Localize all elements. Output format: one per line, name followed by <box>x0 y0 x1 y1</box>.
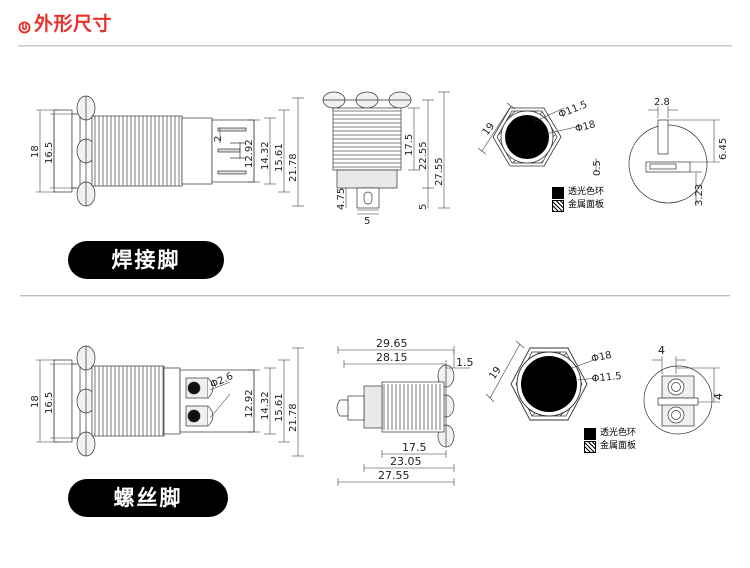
dim-label: 2 <box>213 136 224 142</box>
header-divider <box>18 45 732 47</box>
dim-label: 16.5 <box>44 392 55 414</box>
legend-solder: 透光色环 金属面板 <box>552 186 604 212</box>
dim-label: 18 <box>30 145 41 158</box>
dim-label: 17.5 <box>402 441 427 454</box>
legend-label: 金属面板 <box>568 200 605 210</box>
swatch-solid-icon <box>552 186 564 199</box>
dim-label: 15.61 <box>274 143 285 172</box>
legend-screw: 透光色环 金属面板 <box>584 427 636 453</box>
legend-label: 金属面板 <box>600 441 637 451</box>
dim-label: 4 <box>658 344 665 357</box>
legend-item: 金属面板 <box>584 440 636 453</box>
dim-label: Φ18 <box>574 119 597 135</box>
page-title: 外形尺寸 <box>34 13 113 35</box>
dim-label: 27.55 <box>434 157 445 186</box>
dim-label: 1.5 <box>456 356 474 369</box>
legend-label: 透光色环 <box>600 428 637 438</box>
side-view-screw: 18 16.5 Φ2.6 12.92 14.32 15.61 21.78 <box>14 334 304 474</box>
dim-label: 4 <box>712 393 725 400</box>
legend-item: 透光色环 <box>584 427 636 440</box>
dim-label: 14.32 <box>260 391 271 420</box>
swatch-hatch-icon <box>552 199 564 212</box>
dim-label: 14.32 <box>260 141 271 170</box>
dim-label: 6.45 <box>718 138 729 160</box>
page-header: 外形尺寸 <box>0 0 750 52</box>
swatch-hatch-icon <box>584 440 596 453</box>
dim-label: 4.75 <box>336 188 347 210</box>
dim-label: 19 <box>487 365 503 382</box>
side-view-solder: 18 16.5 2 12.92 14.32 15.61 21.78 <box>14 84 304 234</box>
legend-label: 透光色环 <box>568 187 605 197</box>
front-view-screw: 19 Φ18 Φ11.5 透光色环 金属面板 <box>474 332 636 472</box>
legend-item: 金属面板 <box>552 199 604 212</box>
front-view-solder: 19 Φ11.5 Φ18 0.5 透光色环 金属面板 <box>460 88 610 218</box>
dim-label: 0.5 <box>592 160 603 176</box>
dim-label: 18 <box>30 395 41 408</box>
rear-view-screw: 4 4 <box>636 338 750 458</box>
dim-label: 28.15 <box>376 351 408 364</box>
badge-solder-pin: 焊接脚 <box>68 241 224 279</box>
dim-label: 16.5 <box>44 142 55 164</box>
dim-label: Φ11.5 <box>557 99 589 120</box>
section-divider <box>20 295 730 297</box>
dim-label: 22.55 <box>418 141 429 170</box>
dim-label: Φ11.5 <box>591 371 622 385</box>
swatch-solid-icon <box>584 427 596 440</box>
dim-label: 15.61 <box>274 393 285 422</box>
badge-screw-pin: 螺丝脚 <box>68 479 228 517</box>
dim-label: 3.23 <box>694 184 705 206</box>
dim-label: 27.55 <box>378 469 410 482</box>
dim-label: 2.8 <box>654 97 670 108</box>
dim-label: 17.5 <box>404 134 415 156</box>
dim-label: 21.78 <box>288 403 299 432</box>
profile-view-screw: 29.65 28.15 1.5 17.5 23.05 27.55 <box>324 334 484 494</box>
dim-label: 21.78 <box>288 153 299 182</box>
profile-view-solder: 17.5 22.55 27.55 4.75 5 5 <box>310 86 460 236</box>
rear-view-solder: 2.8 6.45 3.23 <box>622 92 748 218</box>
dim-label: Φ18 <box>590 350 612 365</box>
dim-label: 12.92 <box>244 389 255 418</box>
dim-label: 12.92 <box>244 139 255 168</box>
dim-label: 5 <box>364 216 370 227</box>
legend-item: 透光色环 <box>552 186 604 199</box>
dim-label: 29.65 <box>376 337 408 350</box>
dim-label: 5 <box>418 204 429 210</box>
power-bullet-icon <box>18 21 31 34</box>
dim-label: 23.05 <box>390 455 422 468</box>
